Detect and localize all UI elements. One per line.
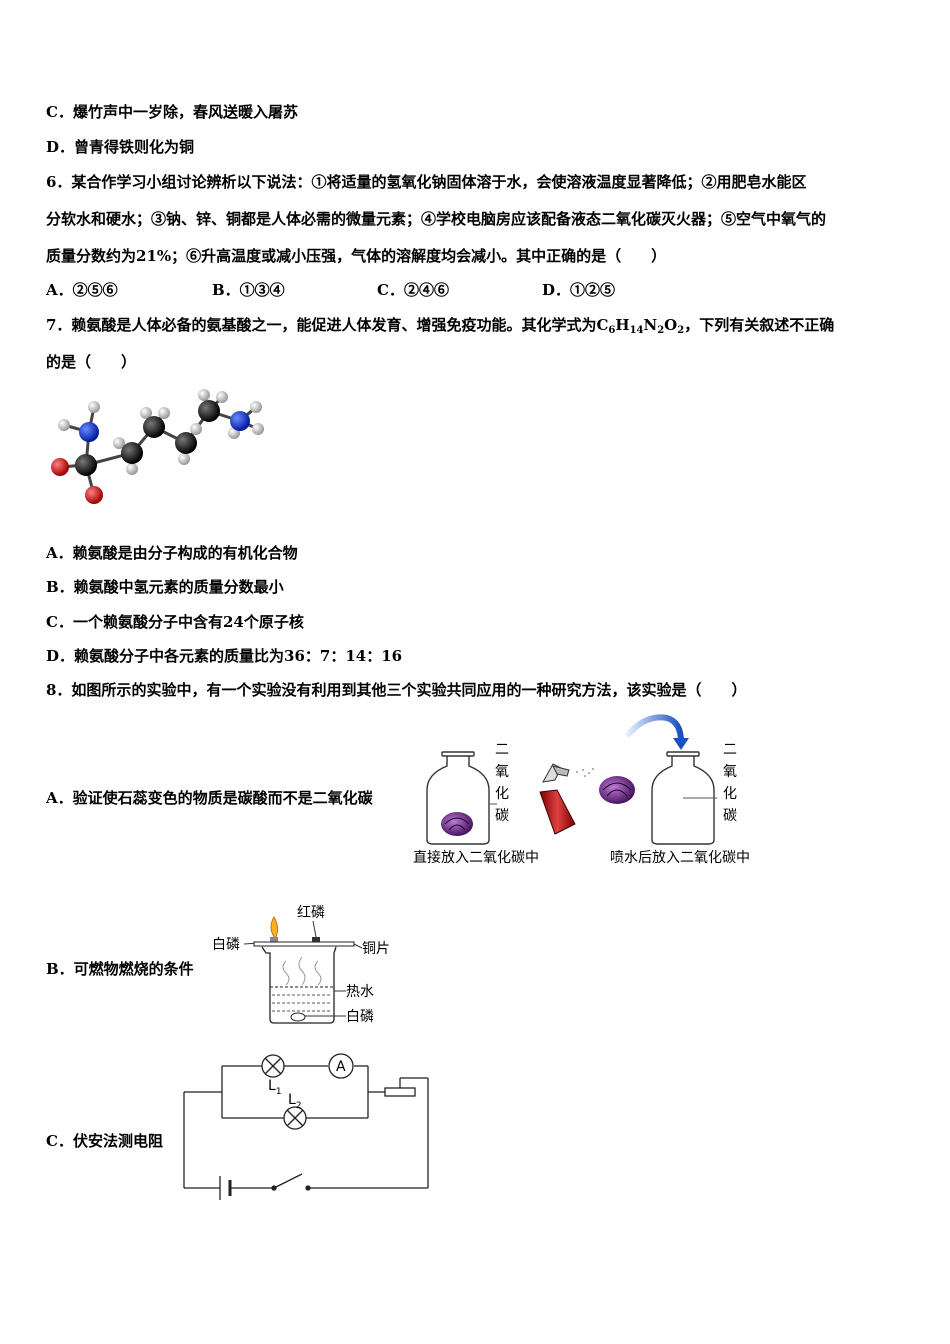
q6-option-a: A．②⑤⑥ <box>46 281 118 299</box>
q7-option-d: D．赖氨酸分子中各元素的质量比为36：7：14：16 <box>46 647 403 665</box>
q7-stem-line1: 7．赖氨酸是人体必备的氨基酸之一，能促进人体发育、增强免疫功能。其化学式为C6H… <box>46 315 834 341</box>
right-co2-char-4: 碳 <box>723 808 737 824</box>
q5-option-d: D．曾青得铁则化为铜 <box>46 138 195 156</box>
left-gas-jar <box>426 751 490 845</box>
left-co2-char-3: 化 <box>495 786 509 802</box>
q7-option-a: A．赖氨酸是由分子构成的有机化合物 <box>46 544 298 562</box>
left-flower <box>441 812 473 836</box>
label-ammeter: A <box>336 1059 346 1075</box>
q7-formula: C6H14N2O2 <box>596 316 685 336</box>
lysine-molecule-model <box>51 389 264 504</box>
q7-stem-line2: 的是（ ） <box>46 353 137 371</box>
lamp-l1 <box>261 1054 285 1078</box>
beaker <box>261 946 337 1024</box>
right-gas-jar <box>651 751 715 845</box>
q7-option-c: C．一个赖氨酸分子中含有24个原子核 <box>46 613 304 631</box>
q8-stem: 8．如图所示的实验中，有一个实验没有利用到其他三个实验共同应用的一种研究方法，该… <box>46 681 747 699</box>
q7-option-b: B．赖氨酸中氢元素的质量分数最小 <box>46 578 284 596</box>
q6-stem-line3: 质量分数约为21%；⑥升高温度或减小压强，气体的溶解度均会减小。其中正确的是（ … <box>46 247 667 265</box>
q8-option-c: C．伏安法测电阻 <box>46 1132 163 1150</box>
q8-option-a: A．验证使石蕊变色的物质是碳酸而不是二氧化碳 <box>46 789 373 807</box>
submerged-white-phosphorus <box>290 1012 306 1022</box>
label-copper-plate: 铜片 <box>362 941 390 957</box>
label-white-phosphorus-top: 白磷 <box>212 937 240 953</box>
label-hot-water: 热水 <box>346 984 374 1000</box>
q6-stem-line1: 6．某合作学习小组讨论辨析以下说法：①将适量的氢氧化钠固体溶于水，会使溶液温度显… <box>46 173 807 191</box>
q5-option-c: C．爆竹声中一岁除，春风送暖入屠苏 <box>46 103 298 121</box>
label-white-phosphorus-bottom: 白磷 <box>346 1009 374 1025</box>
right-co2-char-2: 氧 <box>723 764 737 780</box>
q7-stem-prefix: 7．赖氨酸是人体必备的氨基酸之一，能促进人体发育、增强免疫功能。其化学式为 <box>46 316 597 334</box>
label-l2: L2 <box>288 1092 302 1111</box>
q6-stem-line2: 分软水和硬水；③钠、锌、铜都是人体必需的微量元素；④学校电脑房应该配备液态二氧化… <box>46 210 827 228</box>
switch-icon <box>271 1173 311 1191</box>
copper-plate <box>253 941 355 947</box>
q8-figure-b-combustion: 红磷 白磷 铜片 热水 白磷 <box>212 905 390 1025</box>
caption-spray-then-co2: 喷水后放入二氧化碳中 <box>610 850 750 866</box>
curved-arrow-icon <box>624 714 684 743</box>
right-co2-char-1: 二 <box>723 742 737 758</box>
q8-figure-c-circuit: L1 A L2 <box>183 1053 429 1200</box>
left-co2-char-4: 碳 <box>495 808 509 824</box>
q7-stem-suffix: ，下列有关叙述不正确 <box>684 316 835 334</box>
ammeter-icon <box>328 1053 354 1079</box>
battery-icon <box>219 1176 232 1200</box>
flame-icon <box>270 916 278 938</box>
q8-option-b: B．可燃物燃烧的条件 <box>46 960 194 978</box>
q6-option-b: B．①③④ <box>212 281 285 299</box>
q6-option-c: C．②④⑥ <box>377 281 449 299</box>
q8-figure-a-litmus-experiment: 二 氧 化 碳 直接放入二氧化碳中 二 氧 化 碳 喷水后放入二氧化碳中 <box>413 714 750 866</box>
label-l1: L1 <box>268 1078 282 1097</box>
right-co2-char-3: 化 <box>723 786 737 802</box>
caption-direct-into-co2: 直接放入二氧化碳中 <box>413 849 539 866</box>
label-red-phosphorus: 红磷 <box>297 905 325 921</box>
spray-bottle-icon <box>539 763 594 835</box>
left-co2-char-1: 二 <box>495 742 509 758</box>
q6-option-d: D．①②⑤ <box>542 281 616 299</box>
lamp-l2 <box>283 1106 307 1130</box>
left-co2-char-2: 氧 <box>495 764 509 780</box>
